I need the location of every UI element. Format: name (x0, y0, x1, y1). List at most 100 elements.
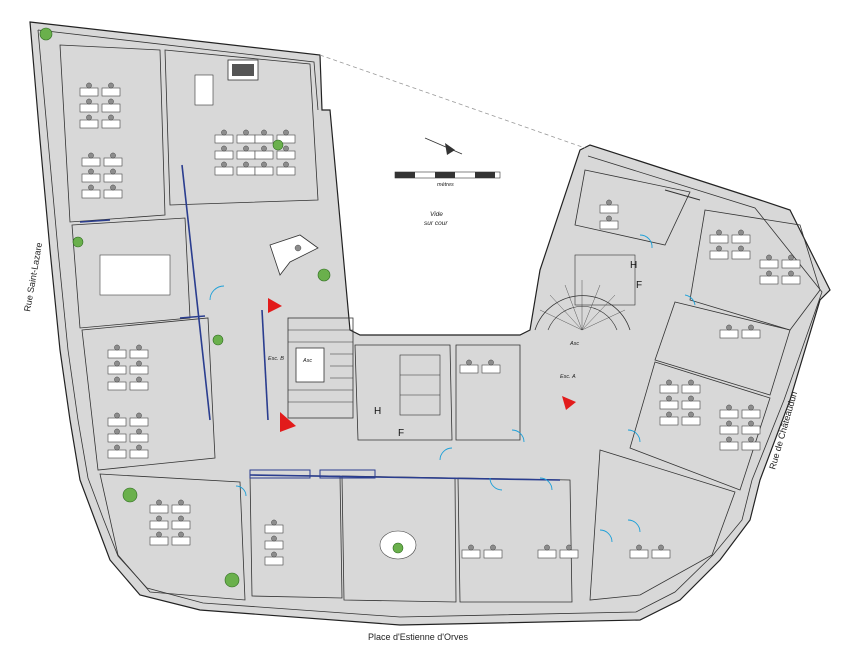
desk (681, 400, 701, 410)
chair (110, 184, 116, 191)
desk (107, 349, 127, 359)
desk (461, 549, 481, 559)
toilet-f-east: F (636, 280, 642, 291)
desk (709, 250, 729, 260)
chair (221, 161, 227, 168)
desk (719, 409, 739, 419)
chair (716, 229, 722, 236)
chair (88, 168, 94, 175)
desk (276, 150, 296, 160)
chair (271, 519, 277, 526)
desk (537, 549, 557, 559)
desk (79, 119, 99, 129)
chair (636, 544, 642, 551)
desk (629, 549, 649, 559)
desk (129, 433, 149, 443)
toilet-f-center: F (398, 428, 404, 439)
chair (108, 98, 114, 105)
desk (149, 536, 169, 546)
lift-a-label: Asc (569, 341, 579, 347)
chair (243, 161, 249, 168)
chair (110, 152, 116, 159)
chair (788, 254, 794, 261)
street-west: Rue Saint-Lazare (22, 242, 44, 313)
desk (459, 364, 479, 374)
chair (283, 145, 289, 152)
chair (136, 444, 142, 451)
desk (79, 103, 99, 113)
chair (88, 152, 94, 159)
north-arrow (424, 137, 463, 155)
chair (136, 376, 142, 383)
stair-a-label: Esc. A (560, 374, 576, 380)
desk (171, 520, 191, 530)
chair (271, 551, 277, 558)
desk (276, 166, 296, 176)
desk (559, 549, 579, 559)
desk (81, 157, 101, 167)
chair (261, 145, 267, 152)
toilet-h-east: H (630, 260, 637, 271)
desk (709, 234, 729, 244)
chair (178, 515, 184, 522)
chair (490, 544, 496, 551)
chair (110, 168, 116, 175)
chair (156, 499, 162, 506)
desk (264, 524, 284, 534)
chair (86, 114, 92, 121)
desk (236, 134, 256, 144)
desk (107, 381, 127, 391)
desk (599, 204, 619, 214)
desk (254, 150, 274, 160)
desk (236, 150, 256, 160)
desk (107, 417, 127, 427)
chair (283, 129, 289, 136)
chair (114, 444, 120, 451)
chair (108, 82, 114, 89)
desk (731, 250, 751, 260)
desk (129, 417, 149, 427)
desk (731, 234, 751, 244)
desk (659, 384, 679, 394)
chair (261, 161, 267, 168)
desk (149, 504, 169, 514)
desk (171, 536, 191, 546)
desk (81, 173, 101, 183)
desk (481, 364, 501, 374)
chair (738, 229, 744, 236)
chair (221, 129, 227, 136)
desk (781, 275, 801, 285)
chair (716, 245, 722, 252)
desk (103, 173, 123, 183)
desk (681, 416, 701, 426)
chair (666, 395, 672, 402)
chair (243, 129, 249, 136)
chair (544, 544, 550, 551)
chair (666, 379, 672, 386)
chair (488, 359, 494, 366)
chair (261, 129, 267, 136)
chair (606, 215, 612, 222)
desk (171, 504, 191, 514)
desk (741, 441, 761, 451)
street-south: Place d'Estienne d'Orves (368, 632, 468, 642)
chair (748, 420, 754, 427)
kitchen (194, 59, 259, 106)
desk (107, 433, 127, 443)
desk (129, 349, 149, 359)
desk (214, 166, 234, 176)
desk-clusters (79, 82, 801, 566)
chair (658, 544, 664, 551)
chair (86, 98, 92, 105)
desk (254, 166, 274, 176)
staircase-a: Asc Esc. A (534, 280, 631, 380)
chair (566, 544, 572, 551)
desk (254, 134, 274, 144)
chair (666, 411, 672, 418)
desk (107, 365, 127, 375)
chair (748, 404, 754, 411)
chair (88, 184, 94, 191)
chair (283, 161, 289, 168)
west-wing-rooms (59, 44, 319, 601)
stair-b-label: Esc. B (268, 356, 284, 362)
